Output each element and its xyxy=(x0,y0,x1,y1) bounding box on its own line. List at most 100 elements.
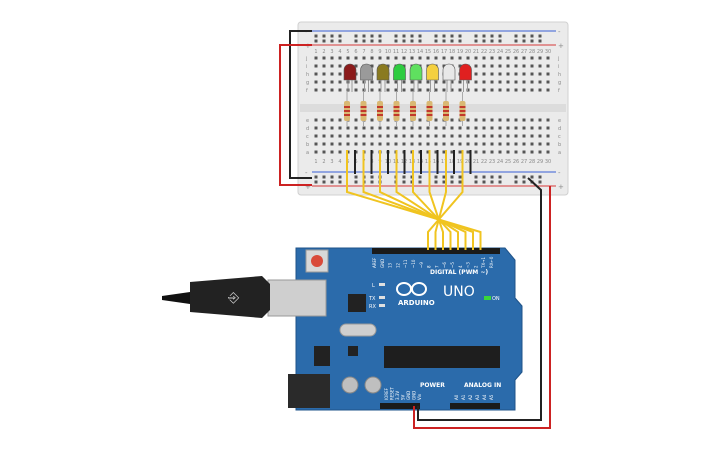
rail-hole[interactable] xyxy=(410,39,414,43)
breadboard-hole[interactable] xyxy=(538,88,542,92)
breadboard-hole[interactable] xyxy=(498,118,502,122)
breadboard-hole[interactable] xyxy=(426,88,430,92)
breadboard-hole[interactable] xyxy=(442,150,446,154)
breadboard-hole[interactable] xyxy=(506,126,510,130)
led-dark-red[interactable] xyxy=(343,63,357,81)
rail-hole[interactable] xyxy=(498,180,502,184)
breadboard-hole[interactable] xyxy=(458,134,462,138)
breadboard-hole[interactable] xyxy=(490,150,494,154)
breadboard-hole[interactable] xyxy=(458,142,462,146)
rail-hole[interactable] xyxy=(354,175,358,179)
breadboard-hole[interactable] xyxy=(506,150,510,154)
breadboard-hole[interactable] xyxy=(530,134,534,138)
breadboard-hole[interactable] xyxy=(418,126,422,130)
rail-hole[interactable] xyxy=(322,180,326,184)
rail-hole[interactable] xyxy=(498,39,502,43)
breadboard-hole[interactable] xyxy=(426,150,430,154)
breadboard-hole[interactable] xyxy=(370,126,374,130)
breadboard-hole[interactable] xyxy=(538,56,542,60)
breadboard-hole[interactable] xyxy=(530,88,534,92)
rail-hole[interactable] xyxy=(490,180,494,184)
signal-wire[interactable] xyxy=(395,150,459,250)
left-red-rail-wire[interactable] xyxy=(279,44,312,186)
rail-hole[interactable] xyxy=(538,34,542,38)
breadboard-hole[interactable] xyxy=(522,142,526,146)
breadboard-hole[interactable] xyxy=(370,118,374,122)
breadboard-hole[interactable] xyxy=(418,142,422,146)
rail-hole[interactable] xyxy=(458,175,462,179)
signal-wire[interactable] xyxy=(379,150,467,250)
breadboard-hole[interactable] xyxy=(458,126,462,130)
breadboard-hole[interactable] xyxy=(450,118,454,122)
breadboard-hole[interactable] xyxy=(530,72,534,76)
rail-hole[interactable] xyxy=(442,180,446,184)
breadboard-hole[interactable] xyxy=(346,142,350,146)
breadboard-hole[interactable] xyxy=(450,126,454,130)
rail-hole[interactable] xyxy=(418,34,422,38)
breadboard-hole[interactable] xyxy=(410,88,414,92)
rail-hole[interactable] xyxy=(538,180,542,184)
rail-hole[interactable] xyxy=(370,175,374,179)
breadboard-hole[interactable] xyxy=(434,88,438,92)
led-white[interactable] xyxy=(442,63,456,81)
breadboard-hole[interactable] xyxy=(530,142,534,146)
breadboard-hole[interactable] xyxy=(498,56,502,60)
breadboard-hole[interactable] xyxy=(330,150,334,154)
breadboard-hole[interactable] xyxy=(482,88,486,92)
breadboard-hole[interactable] xyxy=(434,126,438,130)
breadboard-hole[interactable] xyxy=(482,80,486,84)
rail-hole[interactable] xyxy=(354,180,358,184)
breadboard-hole[interactable] xyxy=(418,80,422,84)
rail-hole[interactable] xyxy=(338,39,342,43)
breadboard-hole[interactable] xyxy=(314,142,318,146)
breadboard-hole[interactable] xyxy=(474,142,478,146)
breadboard-hole[interactable] xyxy=(410,80,414,84)
rail-hole[interactable] xyxy=(362,39,366,43)
breadboard-hole[interactable] xyxy=(442,80,446,84)
breadboard-hole[interactable] xyxy=(490,56,494,60)
breadboard-hole[interactable] xyxy=(546,80,550,84)
breadboard-hole[interactable] xyxy=(330,80,334,84)
breadboard-hole[interactable] xyxy=(490,80,494,84)
rail-hole[interactable] xyxy=(538,39,542,43)
rail-hole[interactable] xyxy=(314,180,318,184)
rail-hole[interactable] xyxy=(418,39,422,43)
signal-wire[interactable] xyxy=(434,150,447,250)
breadboard-hole[interactable] xyxy=(442,142,446,146)
rail-hole[interactable] xyxy=(474,34,478,38)
breadboard-hole[interactable] xyxy=(378,88,382,92)
breadboard-hole[interactable] xyxy=(330,142,334,146)
breadboard-hole[interactable] xyxy=(434,142,438,146)
breadboard-hole[interactable] xyxy=(546,134,550,138)
breadboard-hole[interactable] xyxy=(434,134,438,138)
signal-wire[interactable] xyxy=(427,150,464,250)
breadboard-hole[interactable] xyxy=(386,80,390,84)
breadboard-hole[interactable] xyxy=(546,118,550,122)
breadboard-hole[interactable] xyxy=(450,56,454,60)
rail-hole[interactable] xyxy=(378,34,382,38)
rail-hole[interactable] xyxy=(522,180,526,184)
breadboard-hole[interactable] xyxy=(514,56,518,60)
breadboard-hole[interactable] xyxy=(506,118,510,122)
breadboard-hole[interactable] xyxy=(338,118,342,122)
rail-hole[interactable] xyxy=(394,39,398,43)
rail-hole[interactable] xyxy=(482,34,486,38)
breadboard-hole[interactable] xyxy=(506,80,510,84)
breadboard-hole[interactable] xyxy=(378,126,382,130)
breadboard-hole[interactable] xyxy=(330,126,334,130)
breadboard-hole[interactable] xyxy=(490,126,494,130)
rail-hole[interactable] xyxy=(490,34,494,38)
breadboard-hole[interactable] xyxy=(386,64,390,68)
breadboard-hole[interactable] xyxy=(474,88,478,92)
led-array[interactable] xyxy=(343,63,472,92)
breadboard-hole[interactable] xyxy=(474,150,478,154)
breadboard-hole[interactable] xyxy=(338,56,342,60)
breadboard-hole[interactable] xyxy=(370,56,374,60)
breadboard-hole[interactable] xyxy=(418,56,422,60)
breadboard-hole[interactable] xyxy=(434,80,438,84)
breadboard-hole[interactable] xyxy=(538,142,542,146)
rail-hole[interactable] xyxy=(474,39,478,43)
rail-hole[interactable] xyxy=(522,39,526,43)
rail-hole[interactable] xyxy=(354,39,358,43)
rail-hole[interactable] xyxy=(330,34,334,38)
